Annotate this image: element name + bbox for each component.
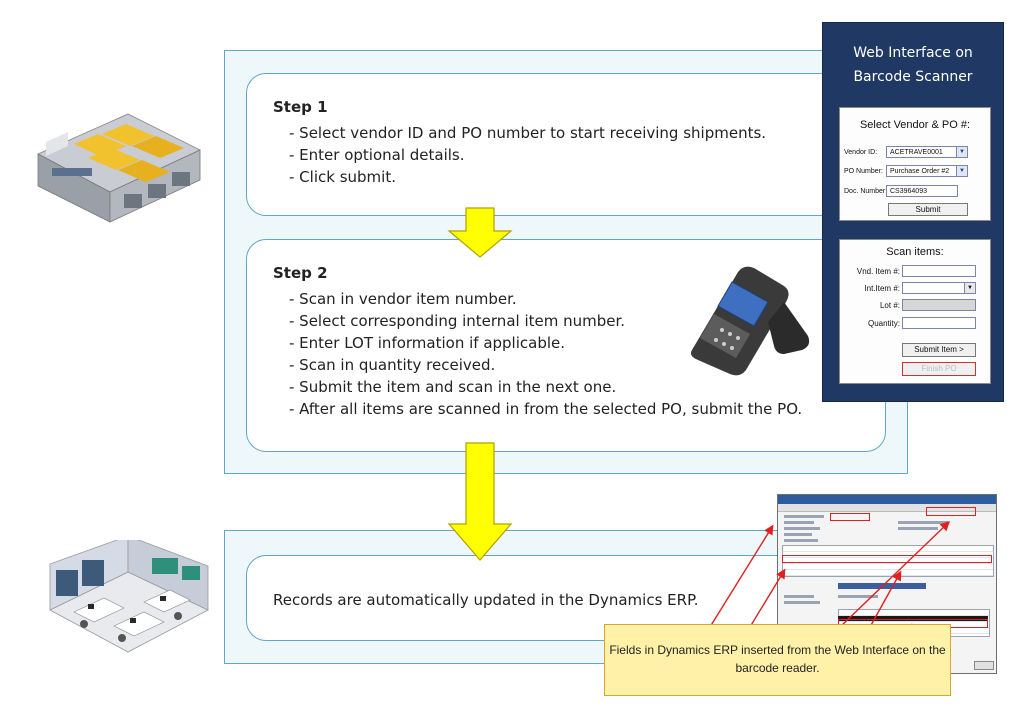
chevron-down-icon[interactable]: ▼ xyxy=(964,283,975,293)
po-number-label: PO Number: xyxy=(844,168,883,175)
vendor-po-box: Select Vendor & PO #: Vendor ID: ACETRAV… xyxy=(839,107,991,221)
erp-field-line xyxy=(784,515,824,518)
step1-item: - Click submit. xyxy=(289,168,396,186)
erp-highlight-box xyxy=(830,513,870,521)
quantity-input[interactable] xyxy=(902,317,976,329)
web-interface-title-line1: Web Interface on xyxy=(853,45,973,61)
vnd-item-label: Vnd. Item #: xyxy=(856,267,900,276)
step2-title: Step 2 xyxy=(273,264,328,282)
step2-list: - Scan in vendor item number. - Select c… xyxy=(273,288,885,420)
barcode-scanner-illustration xyxy=(690,266,810,376)
down-arrow-1 xyxy=(447,207,513,258)
erp-field-line xyxy=(784,601,820,604)
po-number-select[interactable]: Purchase Order #2 ▼ xyxy=(886,165,968,177)
vnd-item-input[interactable] xyxy=(902,265,976,277)
finish-po-button[interactable]: Finish PO xyxy=(902,362,976,376)
erp-field-line xyxy=(898,527,938,530)
office-illustration xyxy=(49,540,209,653)
erp-toolbar xyxy=(778,504,996,512)
doc-number-label: Doc. Number: xyxy=(844,188,888,195)
web-interface-title: Web Interface on Barcode Scanner xyxy=(823,41,1003,89)
step1-item: - Select vendor ID and PO number to star… xyxy=(289,124,767,142)
erp-titlebar xyxy=(778,495,996,504)
step2-item: - After all items are scanned in from th… xyxy=(289,400,803,418)
erp-field-line xyxy=(784,539,818,542)
step1-list: - Select vendor ID and PO number to star… xyxy=(273,122,885,188)
erp-field-line xyxy=(784,595,814,598)
erp-field-line xyxy=(784,521,814,524)
lot-label: Lot #: xyxy=(879,301,900,310)
step1-card: Step 1 - Select vendor ID and PO number … xyxy=(246,73,886,216)
step2-item: - Enter LOT information if applicable. xyxy=(289,334,566,352)
doc-number-value: CS3964093 xyxy=(890,188,927,195)
submit-item-button[interactable]: Submit Item > xyxy=(902,343,976,357)
web-interface-title-line2: Barcode Scanner xyxy=(853,69,973,85)
erp-highlight-box xyxy=(782,555,992,563)
erp-ok-button xyxy=(974,661,994,670)
step1-title: Step 1 xyxy=(273,98,328,116)
erp-field-line xyxy=(784,533,812,536)
web-interface-panel: Web Interface on Barcode Scanner Select … xyxy=(822,22,1004,402)
chevron-down-icon[interactable]: ▼ xyxy=(956,147,967,157)
step2-item: - Scan in quantity received. xyxy=(289,356,496,374)
erp-field-line xyxy=(838,595,878,598)
erp-highlight-box xyxy=(926,507,976,516)
vendor-id-label: Vendor ID: xyxy=(844,149,878,156)
chevron-down-icon[interactable]: ▼ xyxy=(956,166,967,176)
int-item-select[interactable]: ▼ xyxy=(902,282,976,294)
vendor-id-value: ACETRAVE0001 xyxy=(890,149,943,156)
quantity-label: Quantity: xyxy=(867,319,900,328)
erp-field-line xyxy=(784,527,820,530)
scan-items-heading: Scan items: xyxy=(886,246,944,258)
erp-field-line xyxy=(898,521,948,524)
step2-item: - Select corresponding internal item num… xyxy=(289,312,626,330)
lot-input[interactable] xyxy=(902,299,976,311)
submit-button[interactable]: Submit xyxy=(888,203,968,216)
erp-lot-grid-row xyxy=(838,616,988,621)
vendor-id-select[interactable]: ACETRAVE0001 ▼ xyxy=(886,146,968,158)
connector-arrows xyxy=(709,521,951,634)
erp-grid xyxy=(782,545,994,577)
step1-item: - Enter optional details. xyxy=(289,146,465,164)
vendor-po-heading: Select Vendor & PO #: xyxy=(859,119,971,131)
warehouse-illustration xyxy=(37,113,201,223)
step2-item: - Scan in vendor item number. xyxy=(289,290,517,308)
records-text: Records are automatically updated in the… xyxy=(273,591,699,609)
int-item-label: Int.Item #: xyxy=(864,284,900,293)
po-number-value: Purchase Order #2 xyxy=(890,168,950,175)
erp-callout: Fields in Dynamics ERP inserted from the… xyxy=(604,624,951,696)
step2-item: - Submit the item and scan in the next o… xyxy=(289,378,617,396)
scan-items-box: Scan items: Vnd. Item #: Int.Item #: ▼ L… xyxy=(839,239,991,384)
doc-number-input[interactable]: CS3964093 xyxy=(886,185,958,197)
down-arrow-2 xyxy=(447,442,513,561)
